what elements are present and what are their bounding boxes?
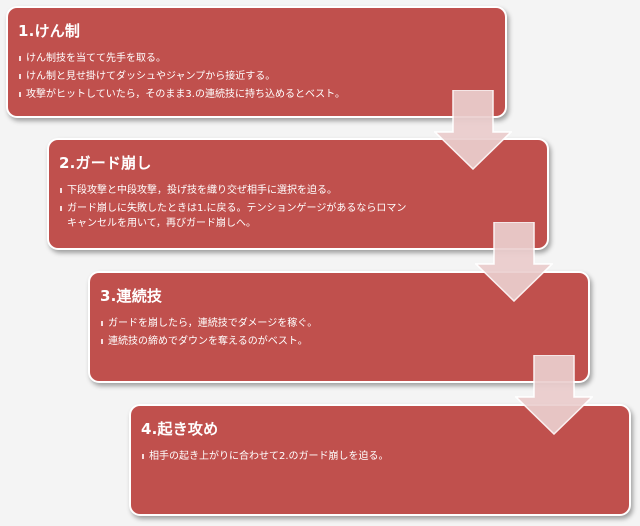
step-bullet-list: 相手の起き上がりに合わせて2.のガード崩しを迫る。 bbox=[141, 449, 629, 464]
step-bullet-list: 下段攻撃と中段攻撃，投げ技を織り交ぜ相手に選択を迫る。 ガード崩しに失敗したとき… bbox=[59, 183, 547, 231]
step-bullet-list: ガードを崩したら，連続技でダメージを稼ぐ。 連続技の締めでダウンを奪えるのがベス… bbox=[100, 316, 588, 349]
down-arrow-icon bbox=[434, 90, 512, 170]
down-arrow-icon bbox=[475, 222, 553, 302]
step-bullet: けん制技を当てて先手を取る。 bbox=[18, 51, 505, 66]
step-card-1: 1.けん制 けん制技を当てて先手を取る。 けん制と見せ掛けてダッシュやジャンプか… bbox=[8, 8, 505, 116]
step-title: 4.起き攻め bbox=[141, 420, 219, 438]
step-card-4: 4.起き攻め 相手の起き上がりに合わせて2.のガード崩しを迫る。 bbox=[131, 406, 629, 514]
step-bullet: 攻撃がヒットしていたら，そのまま3.の連続技に持ち込めるとベスト。 bbox=[18, 87, 505, 102]
step-bullet: ガード崩しに失敗したときは1.に戻る。テンションゲージがあるならロマン キャンセ… bbox=[59, 201, 547, 231]
step-title: 2.ガード崩し bbox=[59, 154, 152, 172]
step-title: 1.けん制 bbox=[18, 22, 81, 40]
step-bullet: 下段攻撃と中段攻撃，投げ技を織り交ぜ相手に選択を迫る。 bbox=[59, 183, 547, 198]
step-bullet: 相手の起き上がりに合わせて2.のガード崩しを迫る。 bbox=[141, 449, 629, 464]
step-bullet: けん制と見せ掛けてダッシュやジャンプから接近する。 bbox=[18, 69, 505, 84]
step-bullet: 連続技の締めでダウンを奪えるのがベスト。 bbox=[100, 334, 588, 349]
step-bullet-list: けん制技を当てて先手を取る。 けん制と見せ掛けてダッシュやジャンプから接近する。… bbox=[18, 51, 505, 102]
down-arrow-icon bbox=[515, 355, 593, 435]
step-title: 3.連続技 bbox=[100, 287, 163, 305]
step-bullet: ガードを崩したら，連続技でダメージを稼ぐ。 bbox=[100, 316, 588, 331]
